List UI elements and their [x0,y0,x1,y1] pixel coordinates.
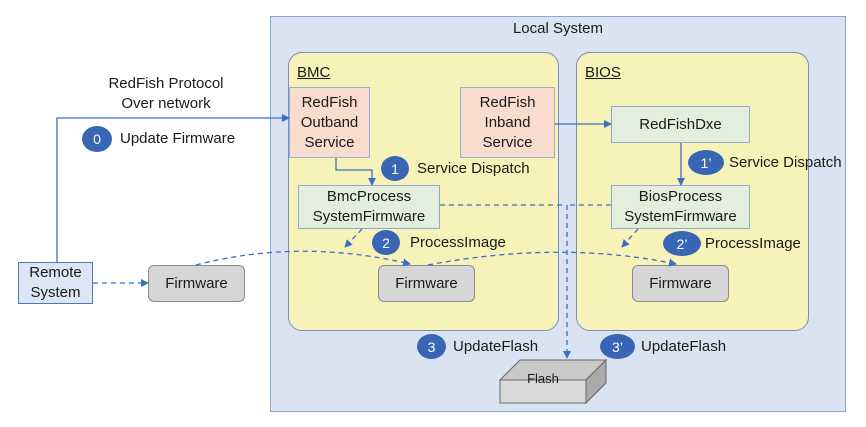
flash-storage: Flash [498,358,608,405]
step-3-prime-badge: 3’ [600,334,635,359]
bmc-label: BMC [297,64,331,81]
redfish-dxe-box: RedFishDxe [611,106,750,143]
remote-to-outband-arrow [56,114,290,262]
biosprocess-to-image-arrow [621,228,639,248]
firmware-to-bmc-firmware-arrow [195,250,411,267]
step-1-label: Service Dispatch [417,160,530,177]
protocol-label-line2: Over network [121,95,211,112]
step-2-label: ProcessImage [410,234,506,251]
local-system-title: Local System [512,20,604,37]
step-2-badge: 2 [372,230,400,255]
step-3-label: UpdateFlash [453,338,539,355]
outband-to-bmcprocess-arrow [335,158,376,186]
step-3-prime-label: UpdateFlash [641,338,727,355]
step-1-badge: 1 [381,156,409,181]
protocol-label-line1: RedFish Protocol [108,75,224,92]
step-2-prime-badge: 2’ [663,231,701,256]
bmcprocess-to-image-arrow [344,228,363,248]
step-0-label: Update Firmware [120,130,236,147]
bmc-process-systemfirmware-box: BmcProcess SystemFirmware [298,185,440,229]
step-1-prime-badge: 1’ [688,150,724,175]
bios-process-systemfirmware-box: BiosProcess SystemFirmware [611,185,750,229]
step-3-badge: 3 [417,334,446,359]
flash-side-face [585,358,607,405]
step-0-badge: 0 [82,126,112,152]
bios-label: BIOS [585,64,621,81]
firmware-remote-box: Firmware [148,265,245,302]
step-1-prime-label: Service Dispatch [729,154,842,171]
flash-label: Flash [527,371,559,386]
step-2-prime-label: ProcessImage [705,235,801,252]
firmware-bios-box: Firmware [632,265,729,302]
bmc-firmware-to-bios-firmware-arrow [427,251,677,267]
redfish-outband-service-box: RedFish Outband Service [289,87,370,158]
firmware-bmc-box: Firmware [378,265,475,302]
protocol-label: RedFish Protocol Over network [96,74,236,114]
remote-system-box: Remote System [18,262,93,304]
redfish-inband-service-box: RedFish Inband Service [460,87,555,158]
